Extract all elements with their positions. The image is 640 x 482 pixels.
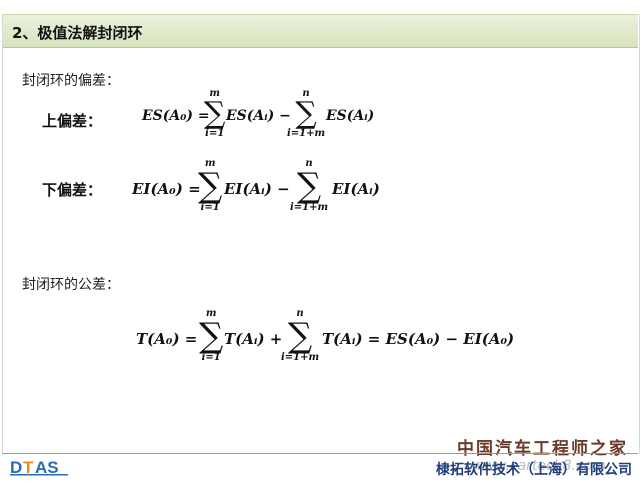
sigma-icon: ∑ [198,166,223,206]
ei-sum-2: n ∑ i=1+m [290,158,328,214]
slide-title: 2、极值法解封闭环 [12,24,143,42]
t-sum-1: m ∑ i=1 [199,308,223,364]
tolerance-heading: 封闭环的公差： [22,277,120,293]
t-lhs: T(A₀) = [136,330,198,348]
sum-upper-limit: n [302,88,310,99]
es-sum-1: m ∑ i=1 [204,88,225,140]
t-term1: T(Aᵢ) + [224,330,283,348]
sigma-icon: ∑ [295,96,317,131]
sum-lower-limit: i=1 [200,202,220,213]
es-lhs: ES(A₀) = [142,108,210,124]
t-term2: T(Aᵢ) = ES(A₀) − EI(A₀) [322,330,515,348]
footer-divider [2,453,638,454]
title-bar: 2、极值法解封闭环 [2,14,638,48]
watermark-title: 中国汽车工程师之家 [457,439,628,459]
sum-upper-limit: n [296,308,304,319]
sum-upper-limit: m [204,158,216,169]
sum-upper-limit: n [305,158,313,169]
sum-upper-limit: m [205,308,217,319]
svg-text:D: D [10,458,22,476]
lower-deviation-label: 下偏差： [42,181,103,199]
deviation-heading: 封闭环的偏差： [22,73,120,89]
company-name: 棣拓软件技术（上海）有限公司 [436,462,632,478]
sigma-icon: ∑ [204,96,226,131]
sum-lower-limit: i=1 [201,352,221,363]
ei-term1: EI(Aᵢ) − [224,180,290,198]
svg-text:AS: AS [35,458,59,476]
es-term1: ES(Aᵢ) − [226,108,291,124]
watermark-url: www.cartech8.com [472,458,606,474]
svg-text:T: T [23,458,34,476]
ei-lhs: EI(A₀) = [132,180,201,198]
sum-lower-limit: i=1+m [290,202,329,213]
es-term2: ES(Aᵢ) [326,108,375,124]
sum-lower-limit: i=1+m [281,352,320,363]
sigma-icon: ∑ [296,166,322,206]
ei-term2: EI(Aᵢ) [332,180,380,198]
sum-upper-limit: m [209,88,220,99]
t-sum-2: n ∑ i=1+m [281,308,319,364]
ei-sum-1: m ∑ i=1 [198,158,222,214]
sum-lower-limit: i=1+m [287,128,326,139]
dtas-logo: D T AS [10,458,68,476]
sigma-icon: ∑ [287,316,313,356]
sigma-icon: ∑ [199,316,224,356]
es-sum-2: n ∑ i=1+m [287,88,325,140]
sum-lower-limit: i=1 [205,128,225,139]
upper-deviation-label: 上偏差： [42,112,103,130]
